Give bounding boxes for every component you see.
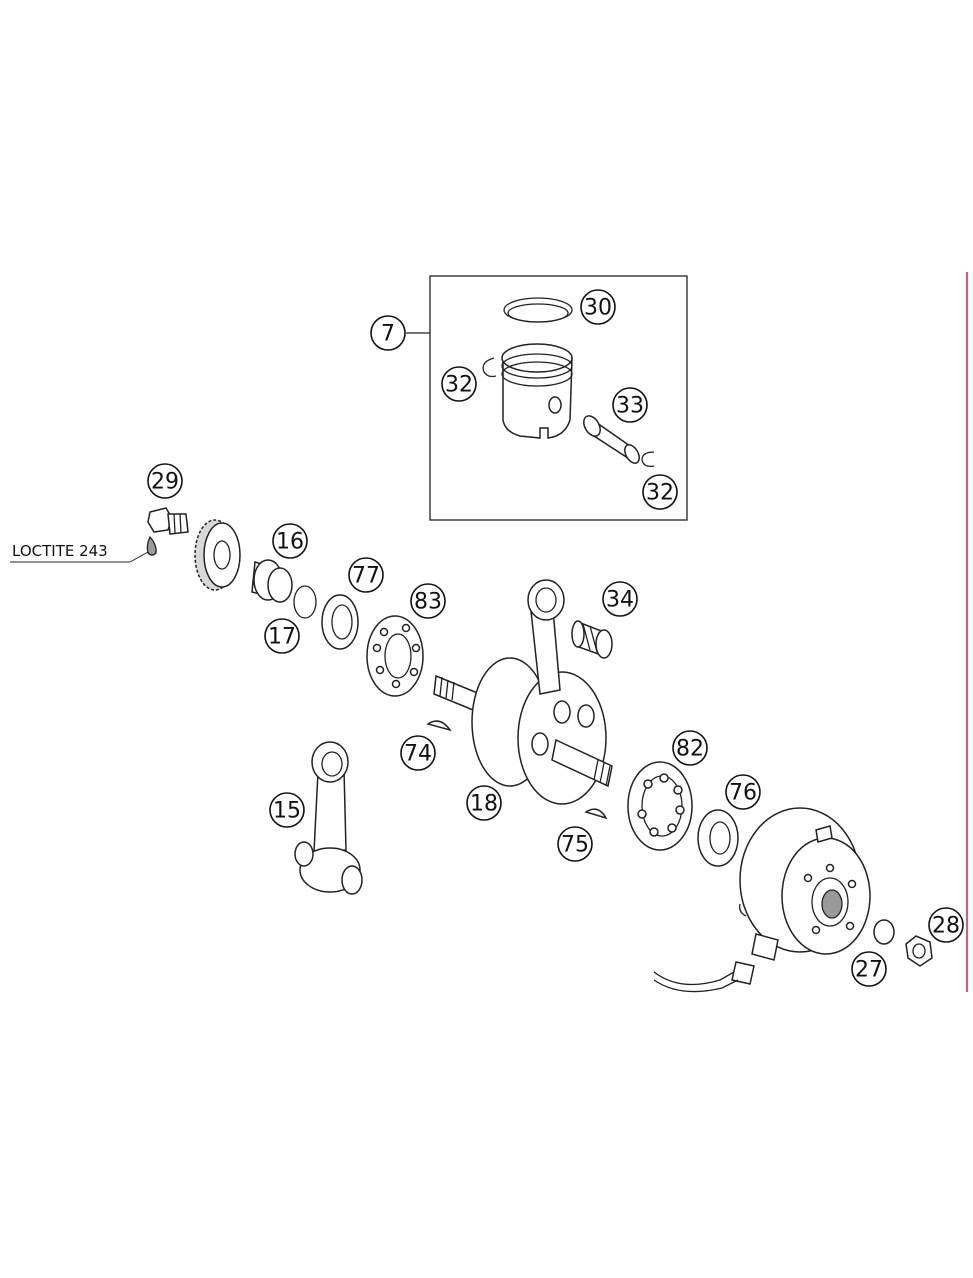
piston-pin: [583, 415, 640, 464]
callout-piston-ring: 30: [580, 289, 616, 325]
ball-bearing-right: [627, 761, 693, 851]
loctite-drop-icon: [146, 535, 157, 556]
svg-text:27: 27: [855, 958, 883, 983]
svg-text:17: 17: [268, 625, 296, 650]
svg-text:7: 7: [381, 322, 395, 347]
circlip-top: [482, 357, 497, 378]
loctite-leader-diag: [129, 551, 149, 563]
svg-text:76: 76: [729, 781, 757, 806]
washer-right: [873, 919, 895, 945]
stator-cable: [653, 933, 779, 993]
callout-washer-right: 27: [851, 951, 887, 987]
callout-bolt: 29: [147, 463, 183, 499]
svg-text:30: 30: [584, 296, 612, 321]
callout-bushing: 16: [272, 523, 308, 559]
callout-bearing-left: 83: [410, 583, 446, 619]
callout-circlip-top: 32: [441, 366, 477, 402]
svg-text:74: 74: [404, 742, 432, 767]
svg-text:82: 82: [676, 737, 704, 762]
connecting-rod: [294, 741, 363, 895]
svg-text:18: 18: [470, 792, 498, 817]
woodruff-key-right: [584, 808, 608, 820]
piston-ring: [503, 297, 573, 323]
callout-seal-right: 76: [725, 774, 761, 810]
circlip-bottom: [641, 451, 655, 468]
callout-bearing-right: 82: [672, 730, 708, 766]
callout-circlip-bottom: 32: [642, 474, 678, 510]
callout-woodruff-key-left: 74: [400, 735, 436, 771]
callout-connecting-rod: 15: [269, 792, 305, 828]
svg-text:32: 32: [646, 481, 674, 506]
svg-text:29: 29: [151, 470, 179, 495]
svg-text:34: 34: [606, 588, 634, 613]
svg-text:83: 83: [414, 590, 442, 615]
svg-text:77: 77: [352, 564, 380, 589]
seal-left: [321, 594, 359, 650]
svg-text:15: 15: [273, 799, 301, 824]
stator-housing: [738, 807, 871, 955]
piston-kit-box: [429, 275, 688, 521]
callout-crankshaft: 18: [466, 785, 502, 821]
flange-nut: [905, 935, 933, 967]
callout-piston-kit: 7: [370, 315, 406, 351]
bushing: [251, 559, 293, 603]
washer: [293, 585, 317, 619]
callout-needle-bearing: 34: [602, 581, 638, 617]
ball-bearing-left: [366, 615, 424, 697]
callout-washer: 17: [264, 618, 300, 654]
gear: [194, 519, 241, 591]
piston: [501, 343, 573, 439]
woodruff-key-left: [426, 720, 452, 732]
seal-right: [697, 809, 739, 867]
needle-bearing: [571, 620, 613, 659]
callout-nut: 28: [928, 907, 964, 943]
loctite-label: LOCTITE 243: [12, 542, 108, 560]
svg-text:75: 75: [561, 833, 589, 858]
svg-text:16: 16: [276, 530, 304, 555]
svg-text:28: 28: [932, 914, 960, 939]
crankshaft: [433, 579, 613, 805]
callout-woodruff-key-right: 75: [557, 826, 593, 862]
svg-text:32: 32: [445, 373, 473, 398]
callout-piston-pin: 33: [612, 387, 648, 423]
svg-text:33: 33: [616, 394, 644, 419]
callout-seal-left: 77: [348, 557, 384, 593]
flange-bolt: [147, 507, 189, 535]
